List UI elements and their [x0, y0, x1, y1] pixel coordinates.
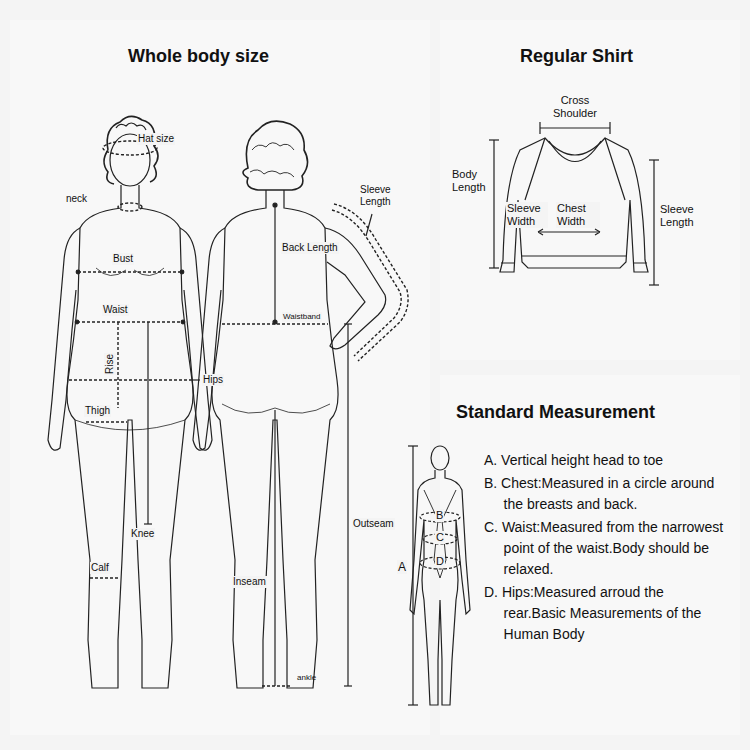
- measure-label: Calf: [90, 562, 110, 574]
- section-heading: Standard Measurement: [456, 402, 655, 424]
- measure-label: Rise: [104, 353, 116, 375]
- measure-label: Body Length: [452, 168, 492, 194]
- measure-label: Inseam: [232, 576, 267, 588]
- measure-label: Chest Width: [556, 202, 600, 228]
- measure-label: Sleeve Length: [360, 184, 406, 208]
- measure-label: Thigh: [84, 405, 111, 417]
- measure-label: Bust: [112, 253, 134, 265]
- list-item: A. Vertical height head to toe: [484, 450, 729, 471]
- section-heading: Whole body size: [128, 46, 269, 68]
- measure-label: Back Length: [281, 242, 339, 254]
- list-item: D. Hips:Measured arroud the rear.Basic M…: [484, 582, 729, 645]
- callout-letter: B: [435, 509, 444, 522]
- measure-label: ankle: [297, 673, 316, 683]
- list-item: B. Chest:Measured in a circle around the…: [484, 473, 729, 515]
- callout-letter: C: [435, 531, 445, 544]
- measure-label: Hips: [202, 374, 224, 386]
- list-item: C. Waist:Measured from the narrowest poi…: [484, 517, 729, 580]
- measure-label: Hat size: [137, 133, 175, 145]
- measure-label: Waist: [102, 304, 129, 316]
- measure-label: Cross Shoulder: [545, 94, 605, 120]
- measure-label: Outseam: [352, 518, 395, 530]
- measure-label: Sleeve Length: [660, 203, 710, 229]
- measure-label: neck: [66, 193, 87, 205]
- measure-label: Waistband: [282, 312, 322, 322]
- measure-label: Knee: [130, 528, 155, 540]
- callout-letter: D: [435, 555, 445, 568]
- section-heading: Regular Shirt: [520, 46, 633, 68]
- callout-letter: A: [397, 560, 407, 574]
- measure-label: Sleeve Width: [506, 202, 548, 228]
